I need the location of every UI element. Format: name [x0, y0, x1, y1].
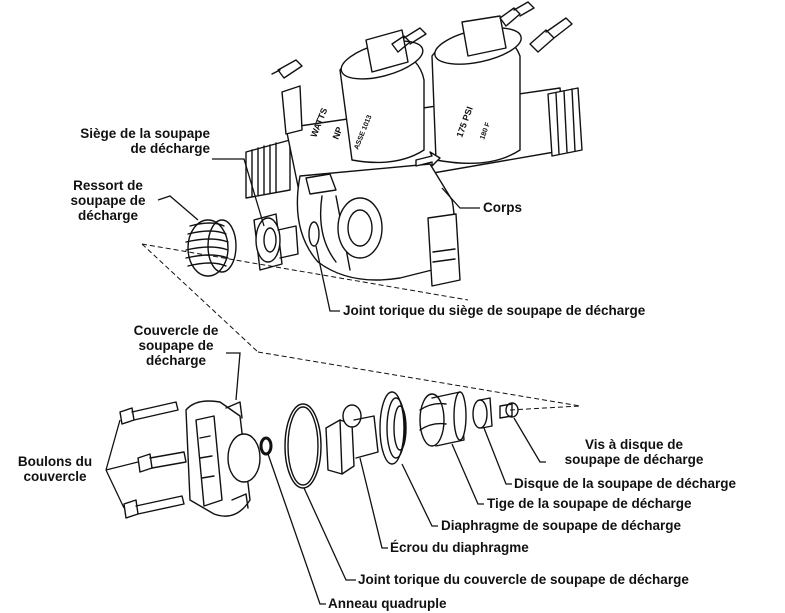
label-relief-disc: Disque de la soupape de décharge: [514, 476, 737, 491]
label-cover-bolts: Boulons du couvercle: [8, 454, 102, 484]
label-line: Siège de la soupape: [80, 126, 210, 141]
cover-o-ring: [284, 403, 322, 489]
label-line: Couvercle de: [133, 323, 219, 338]
label-line: couvercle: [23, 469, 87, 484]
label-relief-valve-seat: Siège de la soupape de décharge: [46, 126, 210, 156]
label-line: Boulons du: [17, 454, 93, 469]
label-seat-o-ring: Joint torique du siège de soupape de déc…: [343, 303, 646, 318]
alignment-lines: [141, 243, 581, 411]
seat-o-ring: [308, 221, 320, 247]
label-cover-o-ring: Joint torique du couvercle de soupape de…: [358, 572, 689, 587]
label-diaphragm: Diaphragme de soupape de décharge: [441, 518, 682, 533]
relief-cover: [185, 400, 261, 517]
relief-disc-screw: [499, 402, 519, 419]
label-line: soupape de décharge: [564, 452, 704, 467]
label-body: Corps: [483, 200, 523, 215]
cover-bolts: [119, 401, 187, 519]
relief-spring: [185, 219, 237, 277]
diaphragm-nut: [325, 404, 379, 475]
label-line: de décharge: [130, 141, 210, 156]
label-line: décharge: [145, 353, 207, 368]
label-line: Vis à disque de: [584, 437, 684, 452]
leader-lines: [105, 158, 546, 605]
diaphragm: [379, 391, 407, 465]
label-line: Ressort de: [73, 178, 143, 193]
label-quad-ring: Anneau quadruple: [328, 596, 447, 611]
np-marking: NP: [331, 125, 345, 140]
relief-stem: [419, 391, 467, 447]
label-relief-stem: Tige de la soupape de décharge: [487, 496, 692, 511]
label-relief-cover: Couvercle de soupape de décharge: [128, 323, 224, 368]
relief-disc: [472, 397, 493, 429]
relief-seat: [253, 213, 299, 271]
label-diaphragm-nut: Écrou du diaphragme: [390, 540, 529, 555]
valve-body: [245, 1, 583, 287]
label-line: décharge: [77, 208, 139, 223]
label-line: soupape de: [138, 338, 214, 353]
label-line: soupape de: [70, 193, 146, 208]
label-relief-disc-screw: Vis à disque de soupape de décharge: [540, 437, 728, 467]
label-relief-spring: Ressort de soupape de décharge: [62, 178, 154, 223]
quad-ring: [259, 436, 273, 456]
